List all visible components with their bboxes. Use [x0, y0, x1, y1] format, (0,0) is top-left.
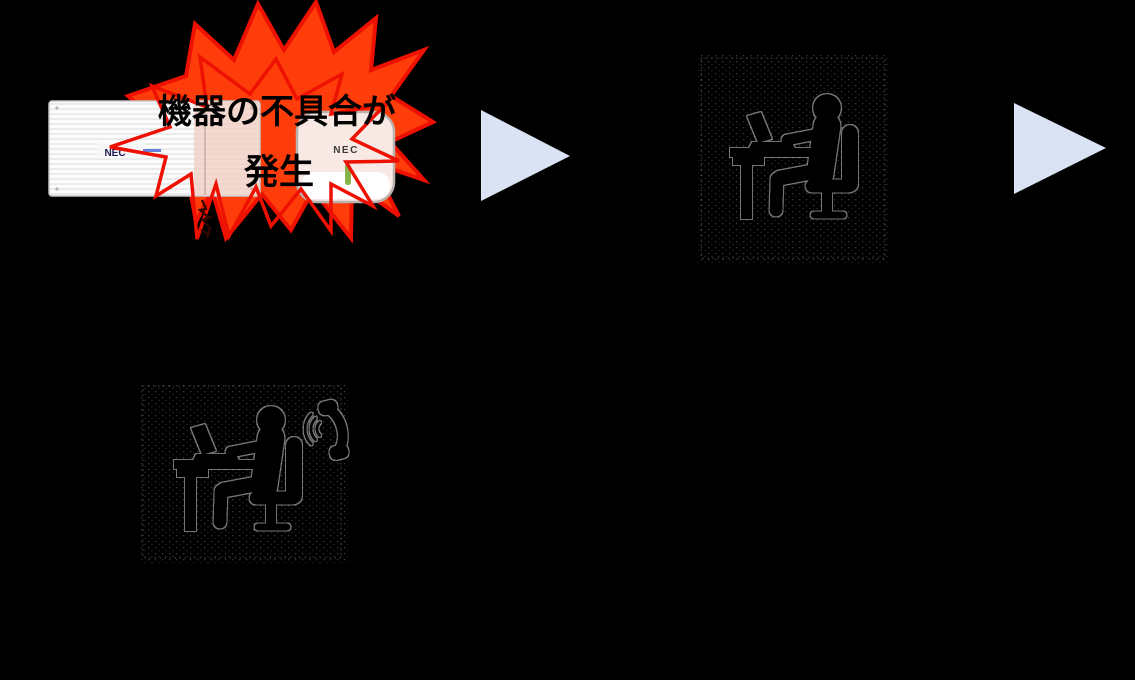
dither-speckle — [698, 55, 890, 265]
crack-mark — [197, 199, 214, 239]
support-staff-at-desk — [140, 383, 349, 563]
sound-wave-arc — [303, 412, 313, 446]
dither-speckle — [140, 383, 348, 563]
pbx-screw — [55, 187, 59, 191]
fault-burst-group: NEC NEC 機器の不具合が 発生 — [48, 0, 438, 244]
ringing-phone-icon — [303, 399, 349, 461]
operator-at-desk — [698, 55, 890, 265]
flow-arrow-2 — [1014, 103, 1106, 194]
flow-arrow-1 — [481, 110, 570, 201]
ap-base-white — [301, 172, 390, 199]
sound-wave-arc — [315, 421, 322, 437]
fault-text-line2: 発生 — [243, 153, 314, 192]
fault-text-line1: 機器の不具合が — [158, 93, 396, 131]
dither-border — [700, 57, 886, 259]
sound-wave-arc — [309, 416, 317, 442]
pbx-device: NEC — [48, 100, 261, 197]
phone-handle — [323, 403, 348, 458]
pbx-screw — [250, 106, 254, 110]
pbx-screw — [55, 106, 59, 110]
ap-nec-logo: NEC — [333, 145, 359, 156]
pbx-model-marking — [143, 149, 161, 152]
pbx-nec-logo: NEC — [104, 148, 125, 159]
